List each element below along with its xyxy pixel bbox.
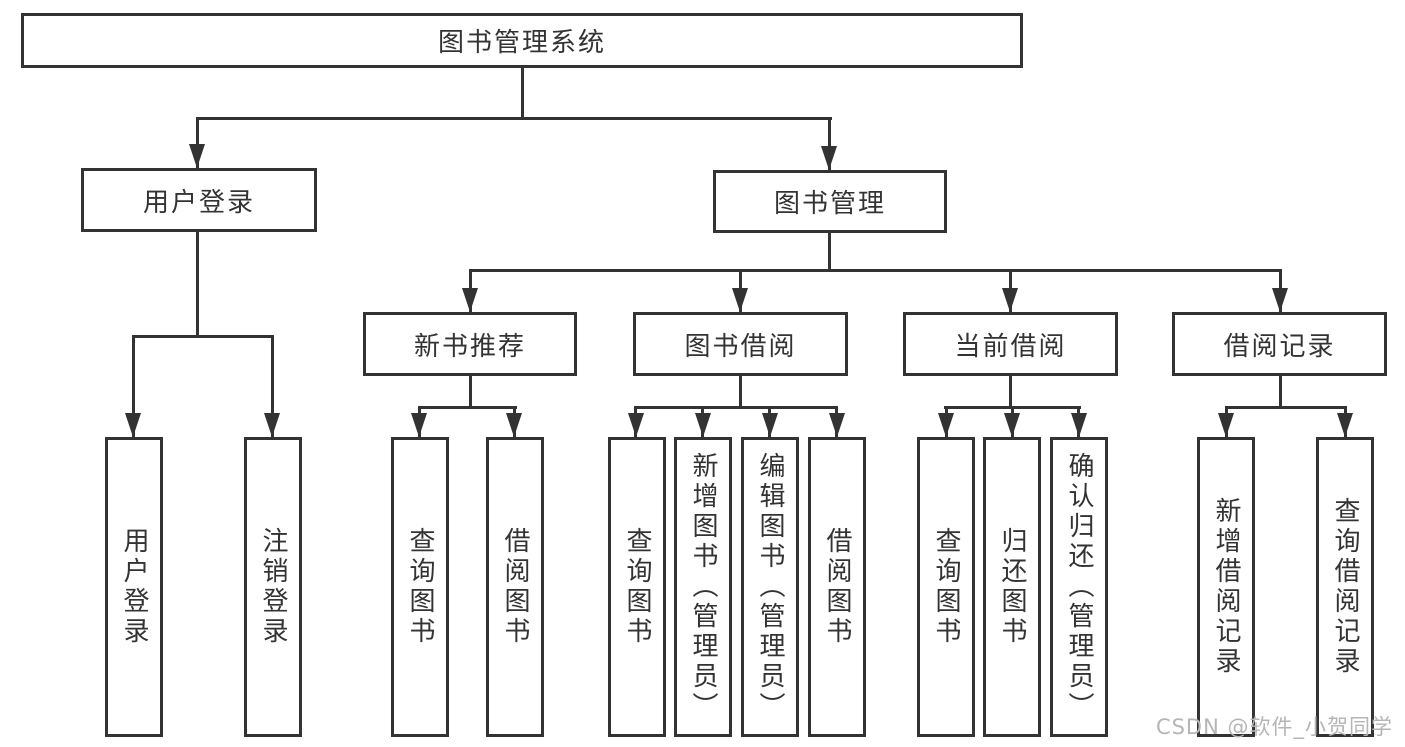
- connector-line: [739, 376, 742, 407]
- connector-line: [828, 233, 831, 271]
- arrow-down-icon: [1071, 413, 1087, 437]
- arrow-down-icon: [1218, 413, 1234, 437]
- arrow-down-icon: [1004, 413, 1020, 437]
- leaf-user-login-label: 用户登录: [119, 527, 149, 647]
- arrow-down-icon: [189, 144, 205, 168]
- arrow-down-icon: [938, 413, 954, 437]
- leaf-return-book-label: 归还图书: [997, 527, 1027, 647]
- arrow-down-icon: [732, 288, 748, 312]
- arrow-down-icon: [821, 146, 837, 170]
- node-user-login-label: 用户登录: [142, 187, 255, 218]
- arrow-down-icon: [506, 413, 522, 437]
- node-user-login: 用户登录: [81, 168, 317, 232]
- connector-line: [1225, 406, 1346, 409]
- leaf-current-query-book-label: 查询图书: [931, 527, 961, 647]
- connector-line: [828, 117, 831, 170]
- node-book-management-label: 图书管理: [773, 189, 886, 219]
- connector-line: [271, 335, 274, 437]
- leaf-user-login: 用户登录: [105, 437, 163, 737]
- node-new-book-recommend: 新书推荐: [363, 312, 577, 376]
- arrow-down-icon: [829, 413, 845, 437]
- node-book-management: 图书管理: [713, 170, 947, 233]
- leaf-recommend-borrow-book: 借阅图书: [486, 437, 544, 737]
- arrow-down-icon: [628, 413, 644, 437]
- connector-line: [1009, 376, 1012, 407]
- connector-line: [469, 269, 1282, 272]
- node-root: 图书管理系统: [21, 13, 1023, 68]
- leaf-confirm-return-admin: 确认归还（管理员）: [1050, 437, 1108, 737]
- leaf-add-borrow-record: 新增借阅记录: [1197, 437, 1255, 737]
- leaf-recommend-borrow-book-label: 借阅图书: [500, 527, 530, 647]
- connector-line: [1279, 376, 1282, 407]
- leaf-add-borrow-record-label: 新增借阅记录: [1211, 497, 1241, 677]
- connector-line: [418, 406, 517, 409]
- connector-line: [132, 335, 135, 437]
- connector-line: [634, 406, 838, 409]
- leaf-confirm-return-admin-label: 确认归还（管理员）: [1064, 452, 1094, 722]
- node-current-borrow-label: 当前借阅: [954, 331, 1067, 362]
- node-new-book-recommend-label: 新书推荐: [413, 331, 526, 362]
- arrow-down-icon: [1272, 288, 1288, 312]
- leaf-borrow-book-label: 借阅图书: [822, 527, 852, 647]
- arrow-down-icon: [762, 413, 778, 437]
- node-borrow-record: 借阅记录: [1172, 312, 1387, 376]
- leaf-edit-book-admin-label: 编辑图书（管理员）: [755, 452, 785, 722]
- node-current-borrow: 当前借阅: [903, 312, 1118, 376]
- arrow-down-icon: [125, 413, 141, 437]
- leaf-recommend-query-book: 查询图书: [391, 437, 449, 737]
- leaf-query-borrow-record: 查询借阅记录: [1316, 437, 1374, 737]
- arrow-down-icon: [1002, 288, 1018, 312]
- leaf-borrow-book: 借阅图书: [808, 437, 866, 737]
- arrow-down-icon: [695, 413, 711, 437]
- connector-line: [521, 68, 524, 118]
- node-book-borrow: 图书借阅: [633, 312, 848, 376]
- csdn-watermark: CSDN @软件_小贺同学: [1155, 715, 1393, 739]
- leaf-borrow-query-book-label: 查询图书: [622, 527, 652, 647]
- connector-line: [196, 232, 199, 336]
- connector-line: [196, 117, 199, 168]
- arrow-down-icon: [411, 413, 427, 437]
- connector-line: [196, 117, 832, 120]
- node-book-borrow-label: 图书借阅: [684, 331, 797, 362]
- leaf-return-book: 归还图书: [983, 437, 1041, 737]
- leaf-query-borrow-record-label: 查询借阅记录: [1330, 497, 1360, 677]
- connector-line: [132, 335, 274, 338]
- leaf-add-book-admin: 新增图书（管理员）: [674, 437, 732, 737]
- node-borrow-record-label: 借阅记录: [1223, 331, 1336, 362]
- leaf-add-book-admin-label: 新增图书（管理员）: [688, 452, 718, 722]
- arrow-down-icon: [1337, 413, 1353, 437]
- node-root-label: 图书管理系统: [437, 28, 606, 58]
- leaf-edit-book-admin: 编辑图书（管理员）: [741, 437, 799, 737]
- arrow-down-icon: [264, 413, 280, 437]
- leaf-recommend-query-book-label: 查询图书: [405, 527, 435, 647]
- leaf-logout-label: 注销登录: [258, 527, 288, 647]
- leaf-logout: 注销登录: [244, 437, 302, 737]
- connector-line: [469, 376, 472, 407]
- arrow-down-icon: [462, 288, 478, 312]
- leaf-borrow-query-book: 查询图书: [608, 437, 666, 737]
- leaf-current-query-book: 查询图书: [917, 437, 975, 737]
